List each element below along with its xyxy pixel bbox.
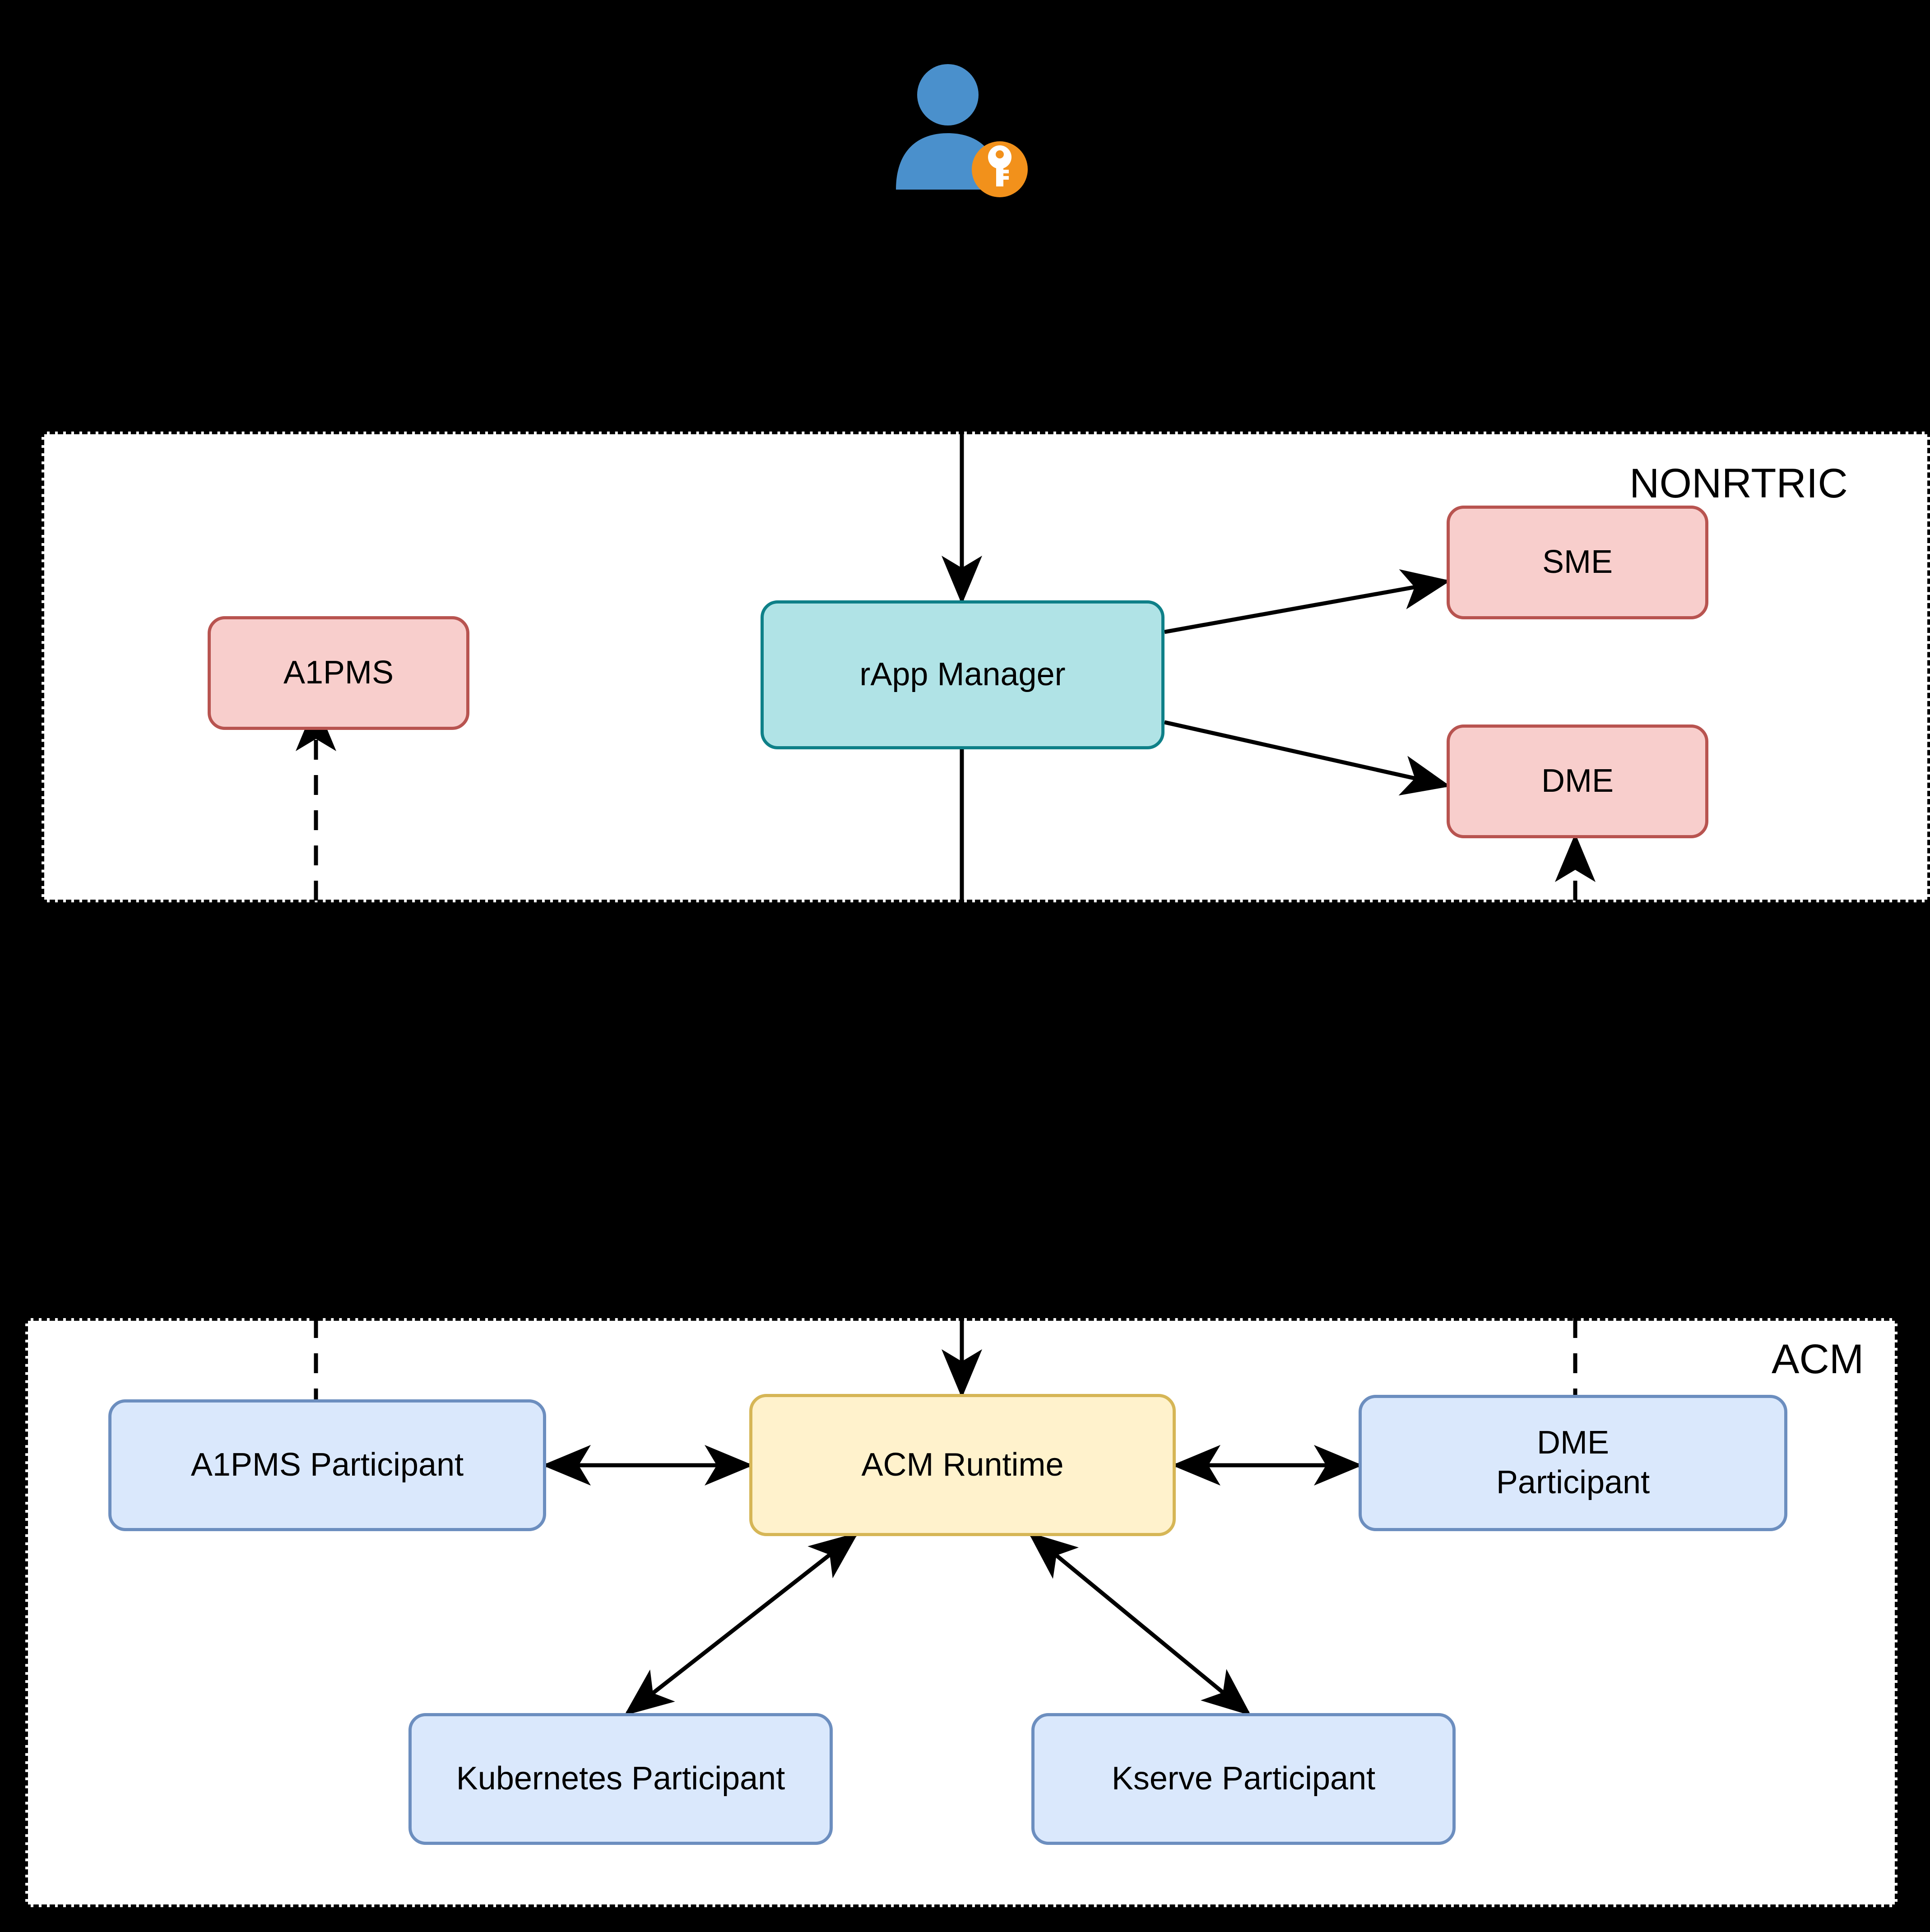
node-dme[interactable]: DME [1447, 724, 1708, 838]
node-dme-participant[interactable]: DME Participant [1359, 1395, 1787, 1531]
node-kserve-participant[interactable]: Kserve Participant [1031, 1713, 1456, 1845]
node-rapp-manager[interactable]: rApp Manager [761, 600, 1164, 749]
node-acm-runtime[interactable]: ACM Runtime [749, 1394, 1176, 1536]
group-acm-label: ACM [1772, 1336, 1864, 1382]
node-a1pms[interactable]: A1PMS [208, 616, 469, 730]
node-sme[interactable]: SME [1447, 506, 1708, 619]
group-nonrtric-label: NONRTRIC [1629, 460, 1848, 506]
user-with-key-icon [885, 59, 1038, 199]
node-a1pms-participant[interactable]: A1PMS Participant [108, 1399, 546, 1531]
node-kubernetes-participant[interactable]: Kubernetes Participant [408, 1713, 833, 1845]
